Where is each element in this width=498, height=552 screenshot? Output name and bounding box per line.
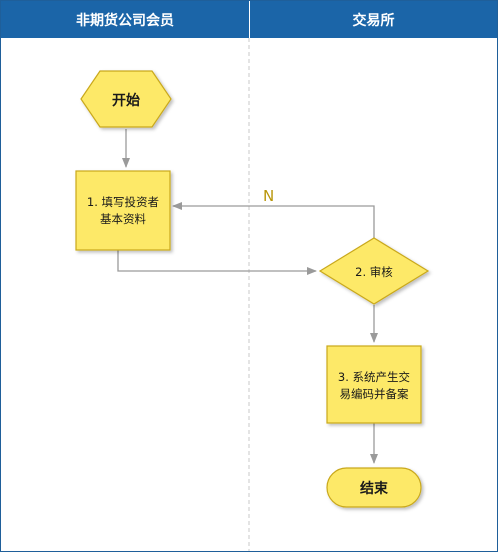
node-step2-label: 2. 审核 [355,265,393,279]
node-end: 结束 [326,467,422,508]
node-step3-label-line2: 易编码并备案 [340,387,409,401]
node-step1-label-line2: 基本资料 [100,212,146,226]
connector-review-reject [172,202,375,239]
node-step3: 3. 系统产生交 易编码并备案 [326,345,422,424]
node-start: 开始 [80,70,172,128]
lane-header-exchange: 交易所 [250,1,497,38]
node-step2: 2. 审核 [318,237,430,305]
end-terminator-shape [326,467,422,508]
header-divider [249,1,250,38]
node-end-label: 结束 [360,480,389,497]
step1-rect-shape [75,170,171,251]
start-hexagon-shape [80,70,172,128]
reject-label: N [263,187,274,205]
connector-step1-to-review [117,250,317,275]
node-step3-label-line1: 3. 系统产生交 [338,370,411,384]
step2-diamond-shape [318,237,430,305]
node-step1-label-line1: 1. 填写投资者 [87,195,159,209]
step3-rect-shape [326,345,422,424]
node-start-label: 开始 [112,92,140,109]
node-step1: 1. 填写投资者 基本资料 [75,170,171,251]
lane-header-member: 非期货公司会员 [1,1,249,38]
